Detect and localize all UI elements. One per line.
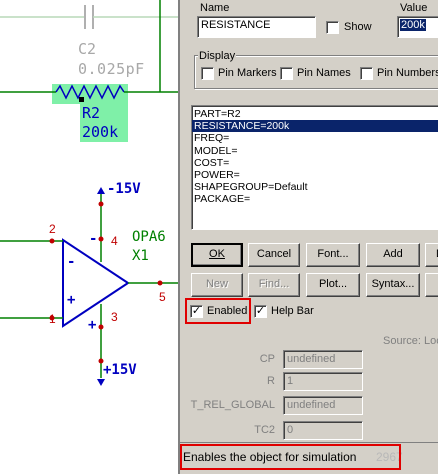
schematic-drawing [0,0,178,386]
attribute-item[interactable]: RESISTANCE=200k [192,120,438,133]
delete-button[interactable]: D [425,243,438,267]
parameter-label: R [267,375,275,387]
parameter-field[interactable]: undefined [283,350,363,369]
ok-button-label: OK [209,248,225,260]
opamp-plus-supply-sign: + [88,317,97,333]
resistor-value: 200k [82,123,119,141]
attribute-item[interactable]: FREQ= [194,132,230,145]
pin4-node [98,236,104,242]
opamp-minus-input-sign: - [67,254,76,270]
resistor-label-highlight [80,102,128,142]
supply-bottom-label: +15V [103,362,137,378]
cancel-button[interactable]: Cancel [248,243,300,267]
resistor-anchor [79,97,84,102]
pin2-node [49,238,55,244]
pin-names-checkbox[interactable] [280,67,293,80]
supply-bottom-node [98,358,104,364]
opamp-unit: X1 [132,248,149,264]
supply-top-node [98,201,104,207]
opamp-triangle [62,238,130,328]
parameter-field[interactable]: 1 [283,372,363,391]
parameter-field[interactable]: undefined [283,396,363,415]
help-button[interactable]: I [425,273,438,297]
component-properties-dialog: Name RESISTANCE Show Value 200k Display … [178,0,438,474]
parameter-label: CP [259,353,275,365]
help-bar-label: Help Bar [271,305,314,317]
show-label: Show [344,21,372,33]
parameter-field[interactable]: 0 [283,421,363,440]
pin-number-4: 4 [111,234,118,248]
resistor-zigzag [55,84,125,100]
pin-markers-checkbox[interactable] [201,67,214,80]
capacitor-value: 0.025pF [78,60,145,78]
watermark-text: 2967 [376,450,403,464]
pin-markers-label: Pin Markers [218,67,277,79]
name-field[interactable]: RESISTANCE [197,16,316,38]
name-label: Name [200,2,230,14]
attribute-item[interactable]: POWER= [194,169,240,182]
display-group [194,55,438,89]
pin-number-2: 2 [49,222,56,236]
resistor-ref: R2 [82,104,101,122]
supply-top-arrow [97,187,105,194]
show-checkbox[interactable] [326,21,339,34]
opamp-plus-input-sign: + [67,292,76,308]
attribute-item[interactable]: MODEL= [194,144,238,157]
add-button[interactable]: Add [366,243,420,267]
find-button[interactable]: Find... [248,273,300,297]
pin3-node [98,324,104,330]
ok-button[interactable]: OK [191,243,243,267]
parameter-label: TC2 [254,424,275,436]
help-bar-checkbox[interactable]: ✓ [254,305,267,318]
enabled-checkbox[interactable]: ✓ [190,305,203,318]
source-label: Source: Loc [383,335,438,347]
attribute-item[interactable]: SHAPEGROUP=Default [194,181,308,194]
opamp-name: OPA6 [132,229,166,245]
parameter-label: T_REL_GLOBAL [190,399,275,411]
pin-numbers-label: Pin Numbers [377,67,438,79]
new-button[interactable]: New [191,273,243,297]
value-field[interactable]: 200k [397,16,438,38]
attribute-item[interactable]: PART=R2 [194,108,241,120]
pin-number-3: 3 [111,310,118,324]
capacitor-ref: C2 [78,40,97,58]
pin-number-1: 1 [49,312,56,326]
pin1-node [49,315,55,321]
value-field-selected-text: 200k [400,19,426,31]
value-label: Value [400,2,428,14]
opamp-minus-supply-sign: - [89,231,98,247]
status-text: Enables the object for simulation [183,450,357,464]
plot-button[interactable]: Plot... [306,273,360,297]
supply-top-label: -15V [107,181,141,197]
attribute-item[interactable]: COST= [194,156,230,169]
pin5-node [157,280,163,286]
schematic-canvas[interactable]: C2 0.025pF R2 200k -15V +15V OPA6 X1 2 4… [0,0,178,474]
pin-names-label: Pin Names [297,67,351,79]
enabled-label: Enabled [207,305,248,317]
attribute-item[interactable]: PACKAGE= [194,193,251,206]
font-button[interactable]: Font... [306,243,360,267]
syntax-button[interactable]: Syntax... [366,273,420,297]
pin-numbers-checkbox[interactable] [360,67,373,80]
pin-number-5: 5 [159,290,166,304]
display-group-label: Display [198,50,237,62]
supply-bottom-arrow [97,379,105,386]
